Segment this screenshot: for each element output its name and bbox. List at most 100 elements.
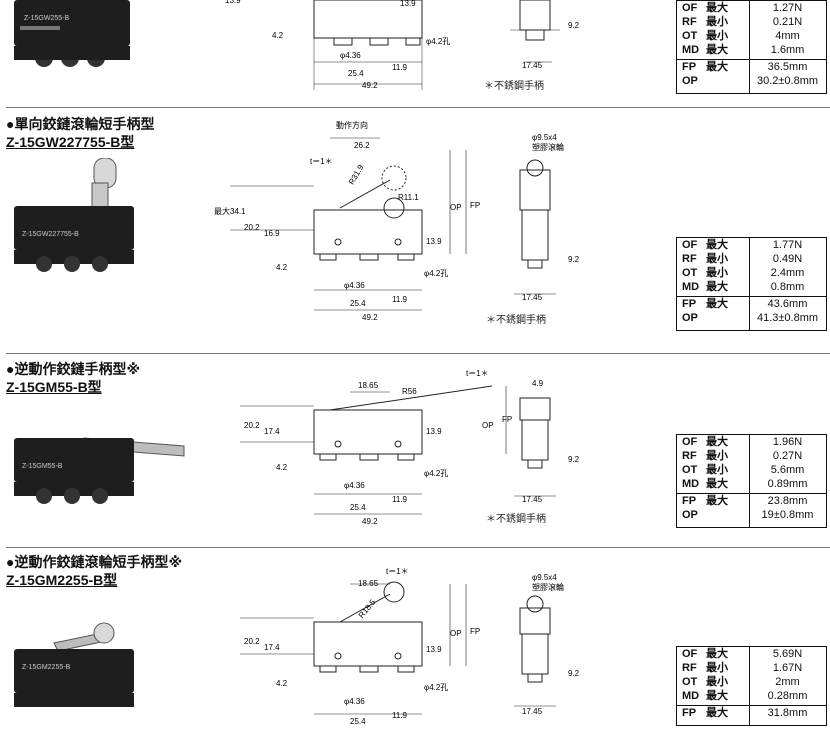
svg-text:20.2: 20.2 xyxy=(244,223,260,232)
svg-text:FP: FP xyxy=(502,415,512,424)
svg-text:17.4: 17.4 xyxy=(264,643,280,652)
svg-text:25.4: 25.4 xyxy=(350,503,366,512)
svg-text:動作方向: 動作方向 xyxy=(336,120,368,130)
svg-text:13.9: 13.9 xyxy=(400,0,416,8)
svg-text:φ4.36: φ4.36 xyxy=(344,481,365,490)
svg-text:φ4.2孔: φ4.2孔 xyxy=(426,37,450,46)
svg-text:R56: R56 xyxy=(402,387,417,396)
svg-text:FP: FP xyxy=(470,201,480,210)
svg-text:R31.9: R31.9 xyxy=(347,163,366,186)
svg-text:φ9.5x4: φ9.5x4 xyxy=(532,573,557,582)
svg-text:4.2: 4.2 xyxy=(276,263,288,272)
svg-text:φ4.2孔: φ4.2孔 xyxy=(424,469,448,478)
svg-text:25.4: 25.4 xyxy=(350,299,366,308)
svg-text:R18.5: R18.5 xyxy=(357,597,378,620)
svg-text:OP: OP xyxy=(482,421,494,430)
section-z15gm55: ●逆動作鉸鏈手柄型※ Z-15GM55-B型 Z-15GM55-B t＝1＊ 1… xyxy=(0,354,830,546)
svg-text:25.4: 25.4 xyxy=(350,717,366,726)
svg-text:4.2: 4.2 xyxy=(272,31,284,40)
svg-text:t＝1＊: t＝1＊ xyxy=(310,157,333,166)
svg-text:11.9: 11.9 xyxy=(392,495,408,504)
dimension-drawing: 13.9 13.9 9.2 4.2 φ4.36 φ4.2孔 11.9 25.4 … xyxy=(225,0,580,90)
svg-text:t＝1＊: t＝1＊ xyxy=(466,369,489,378)
svg-text:OP: OP xyxy=(450,629,462,638)
svg-text:49.2: 49.2 xyxy=(362,313,378,322)
section-z15gw227755: ●單向鉸鏈滾輪短手柄型 Z-15GW227755-B型 Z-15GW227755… xyxy=(0,108,830,352)
svg-text:17.4: 17.4 xyxy=(264,427,280,436)
svg-text:塑膠滾輪: 塑膠滾輪 xyxy=(532,582,564,592)
svg-text:11.9: 11.9 xyxy=(392,295,408,304)
svg-text:20.2: 20.2 xyxy=(244,421,260,430)
photo-label: Z-15GW227755-B xyxy=(22,231,79,238)
svg-text:φ4.36: φ4.36 xyxy=(344,697,365,706)
section-top: Z-15GW255-B 13.9 13.9 9.2 4.2 φ4.36 φ4.2… xyxy=(0,0,830,105)
svg-text:17.45: 17.45 xyxy=(522,61,543,70)
svg-text:φ4.36: φ4.36 xyxy=(340,51,361,60)
svg-text:13.9: 13.9 xyxy=(225,0,241,5)
svg-text:16.9: 16.9 xyxy=(264,229,280,238)
svg-text:4.9: 4.9 xyxy=(532,379,544,388)
svg-text:R11.1: R11.1 xyxy=(398,193,419,202)
svg-text:26.2: 26.2 xyxy=(354,141,370,150)
svg-text:9.2: 9.2 xyxy=(568,21,580,30)
svg-text:OP: OP xyxy=(450,203,462,212)
svg-text:18.65: 18.65 xyxy=(358,579,379,588)
switch-photo: Z-15GM55-B xyxy=(14,437,185,504)
photo-label: Z-15GW255-B xyxy=(24,15,69,22)
dimension-drawing: t＝1＊ 18.65 R56 20.2 17.4 13.9 OP FP 4.9 … xyxy=(240,369,580,526)
svg-text:13.9: 13.9 xyxy=(426,645,442,654)
section-title: ●逆動作鉸鏈手柄型※ Z-15GM55-B型 xyxy=(6,361,141,395)
section-title: ●單向鉸鏈滾輪短手柄型 Z-15GW227755-B型 xyxy=(6,116,155,150)
svg-text:17.45: 17.45 xyxy=(522,707,543,716)
svg-text:11.9: 11.9 xyxy=(392,711,408,720)
photo-label: Z-15GM2255-B xyxy=(22,664,71,671)
svg-text:17.45: 17.45 xyxy=(522,293,543,302)
svg-text:塑膠滾輪: 塑膠滾輪 xyxy=(532,142,564,152)
svg-text:13.9: 13.9 xyxy=(426,237,442,246)
svg-text:9.2: 9.2 xyxy=(568,455,580,464)
svg-text:4.2: 4.2 xyxy=(276,463,288,472)
svg-text:20.2: 20.2 xyxy=(244,637,260,646)
svg-text:25.4: 25.4 xyxy=(348,69,364,78)
switch-photo: Z-15GM2255-B xyxy=(14,622,134,707)
svg-text:18.65: 18.65 xyxy=(358,381,379,390)
svg-text:φ4.2孔: φ4.2孔 xyxy=(424,683,448,692)
svg-text:9.2: 9.2 xyxy=(568,669,580,678)
note: ＊不銹鋼手柄 xyxy=(486,315,546,326)
note: ＊不銹鋼手柄 xyxy=(486,514,546,525)
dimension-drawing: 動作方向 26.2 t＝1＊ R31.9 R11.1 最大34.1 20.2 1… xyxy=(214,120,580,322)
svg-text:最大34.1: 最大34.1 xyxy=(214,206,246,216)
switch-photo: Z-15GW255-B xyxy=(14,0,130,67)
switch-photo: Z-15GW227755-B xyxy=(14,158,134,272)
section-divider xyxy=(6,353,830,354)
svg-text:φ4.36: φ4.36 xyxy=(344,281,365,290)
svg-text:9.2: 9.2 xyxy=(568,255,580,264)
dimension-drawing: t＝1＊ 18.65 R18.5 20.2 17.4 13.9 OP FP φ9… xyxy=(240,567,580,726)
svg-text:49.2: 49.2 xyxy=(362,81,378,90)
